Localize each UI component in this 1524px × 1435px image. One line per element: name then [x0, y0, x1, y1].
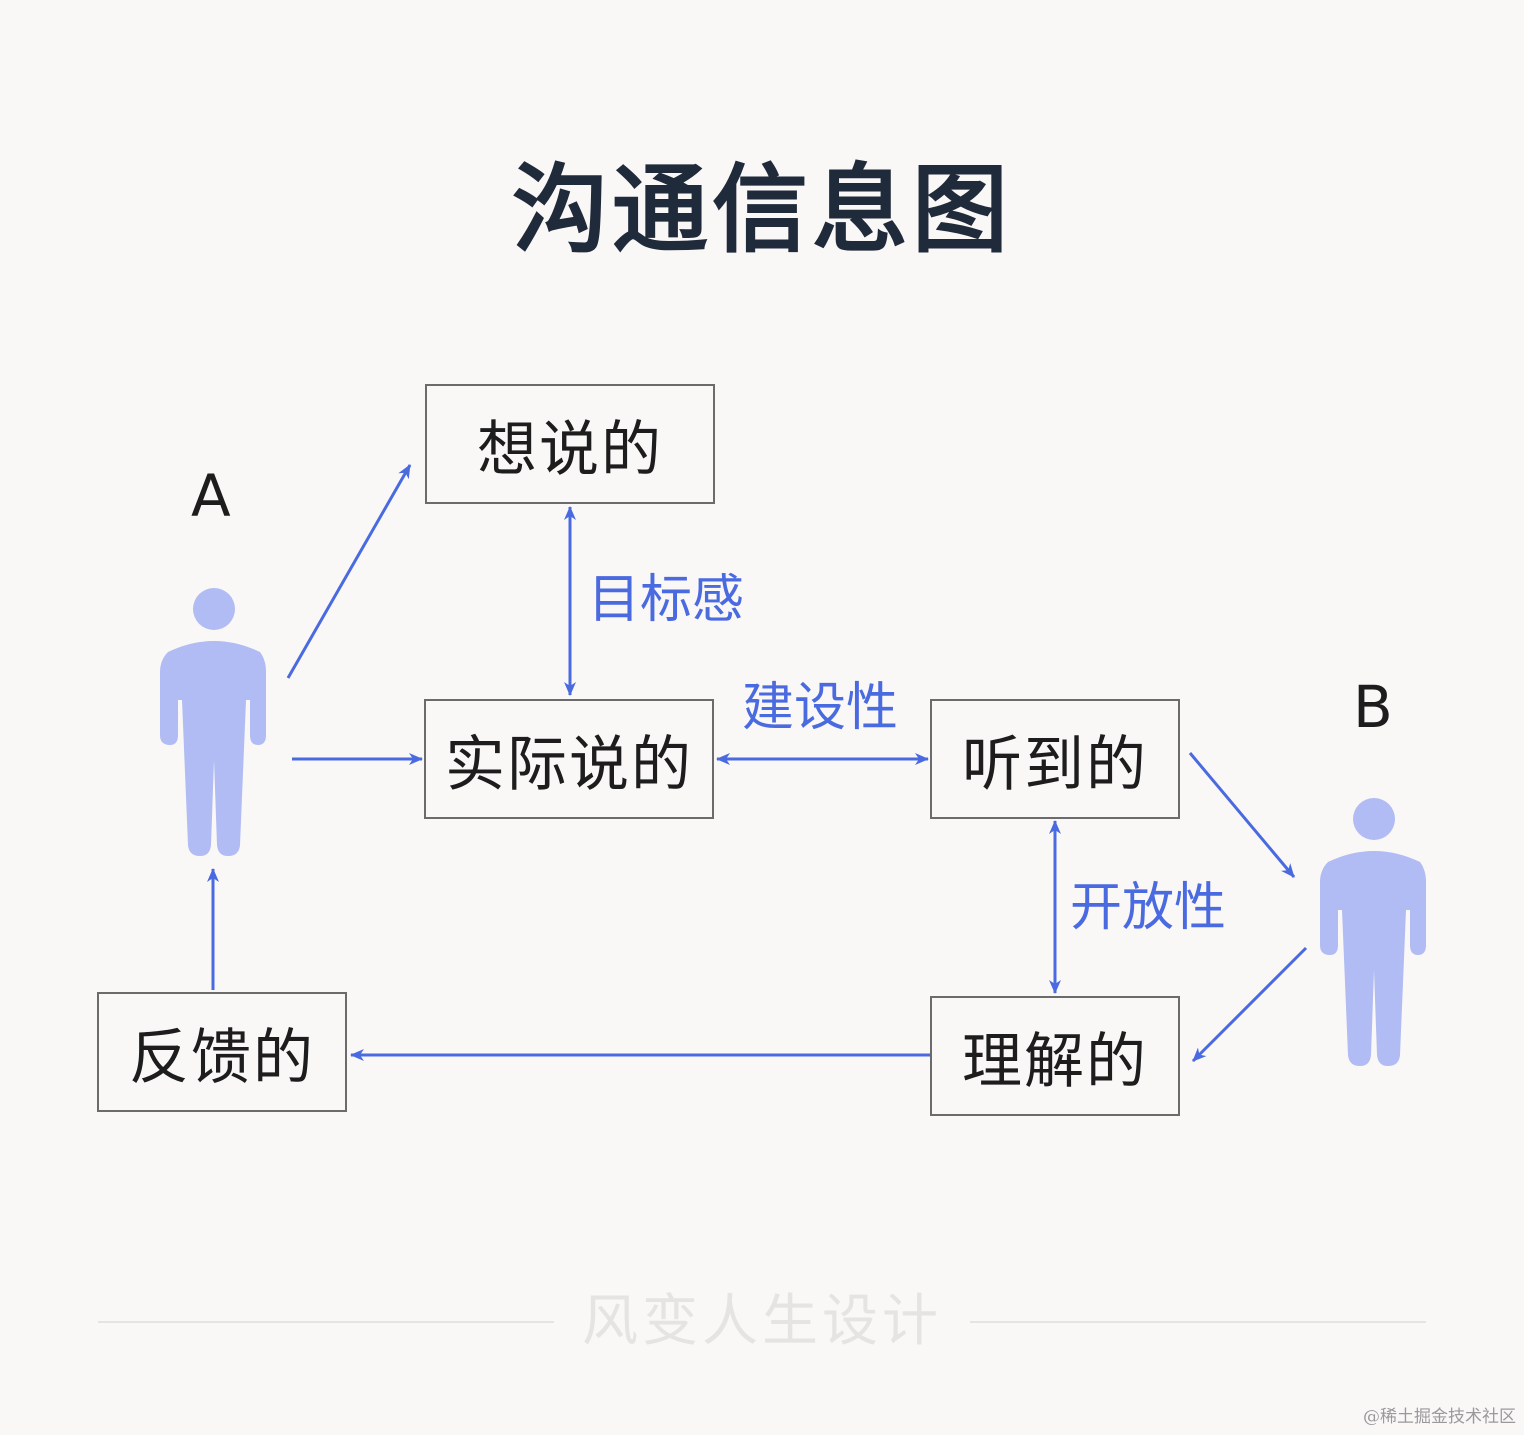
footer-divider-right	[970, 1321, 1426, 1323]
node-feedback: 反馈的	[97, 992, 347, 1112]
person-b-icon	[1320, 798, 1426, 1066]
arrow-b-to-understood	[1191, 946, 1308, 1063]
label-openness: 开放性	[1070, 878, 1227, 938]
watermark: @稀土掘金技术社区	[1363, 1407, 1516, 1427]
label-goal: 目标感	[588, 570, 745, 630]
person-a-icon	[160, 588, 266, 856]
footer-divider-left	[98, 1321, 554, 1323]
label-constructive: 建设性	[742, 678, 899, 738]
node-want-to-say: 想说的	[425, 384, 715, 504]
person-a-label: A	[191, 462, 231, 530]
node-actually-said: 实际说的	[424, 699, 714, 819]
footer-brand: 风变人生设计	[582, 1289, 942, 1354]
diagram-title: 沟通信息图	[512, 154, 1012, 266]
node-understood: 理解的	[930, 996, 1180, 1116]
person-b-label: B	[1353, 673, 1393, 741]
arrow-heard-to-b	[1188, 752, 1296, 878]
arrow-a-to-want	[286, 464, 412, 679]
node-heard: 听到的	[930, 699, 1180, 819]
